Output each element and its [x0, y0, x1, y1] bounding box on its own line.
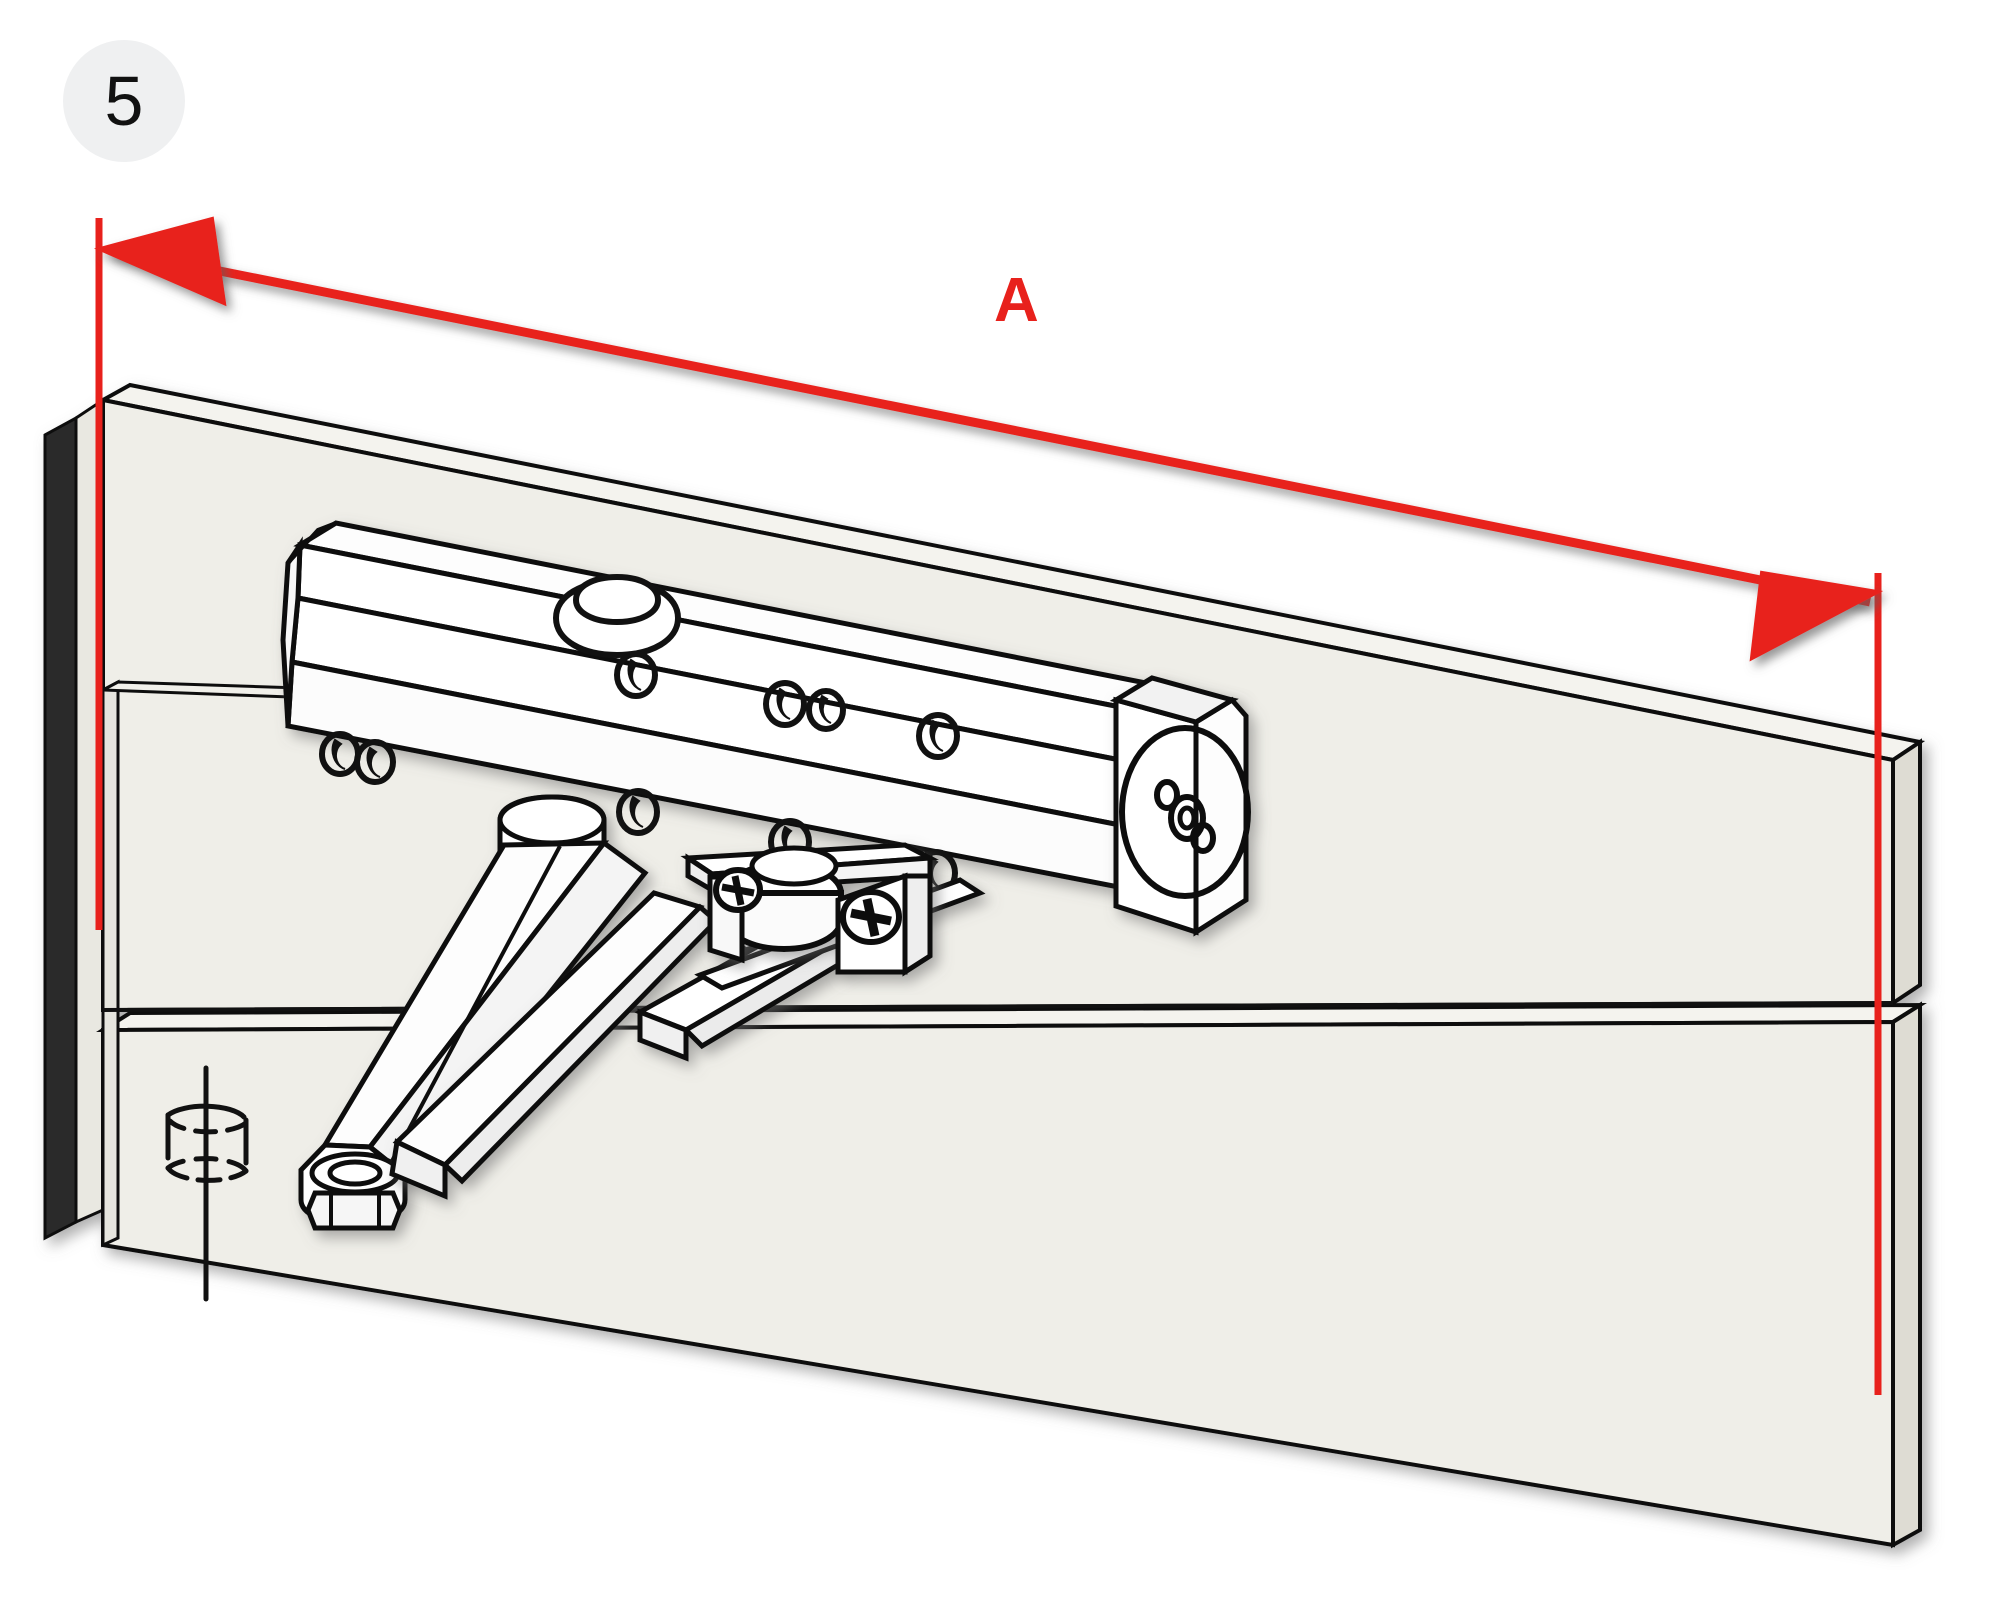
arm-pivot-hole: [327, 1159, 383, 1187]
dimension-a: [93, 216, 1884, 1395]
hinge-axis-symbol: [165, 1065, 249, 1302]
step-number: 5: [104, 62, 144, 140]
arm-bracket: [680, 842, 939, 977]
screw-hole: [614, 651, 658, 699]
closer-cover-knob: [552, 573, 682, 659]
dimension-line: [109, 244, 1871, 607]
valve-screw-3: [1190, 822, 1216, 854]
closer-end-cap: [1109, 675, 1251, 937]
valve-plate-outline: [1119, 725, 1251, 899]
closer-body: [280, 520, 1239, 906]
valve-screw-2: [1168, 794, 1206, 842]
door-closer: [280, 520, 1251, 1231]
dimension-label-a: A: [994, 266, 1039, 335]
screw-hole: [616, 788, 660, 836]
screw-hole: [916, 712, 960, 760]
closer-main-arm: [298, 794, 649, 1231]
frame-door-gap-line: [102, 1001, 1894, 1012]
step-badge: 5: [63, 40, 185, 162]
bracket-phillips-screw-right: [840, 889, 902, 945]
bracket-phillips-screw-left: [713, 867, 763, 913]
screw-hole: [806, 688, 846, 732]
screw-hole: [763, 680, 807, 728]
dimension-arrowhead-right: [1749, 570, 1884, 662]
jamb-reveal: [97, 679, 304, 1248]
arm-hex-nut: [305, 1190, 403, 1231]
door-jamb: [43, 397, 105, 1241]
knuckle-cap: [749, 845, 839, 887]
dimension-arrowhead-left: [93, 216, 227, 307]
screw-hole: [354, 739, 396, 785]
valve-screw-1: [1154, 779, 1180, 811]
valve-screw-2-inner: [1177, 805, 1197, 831]
